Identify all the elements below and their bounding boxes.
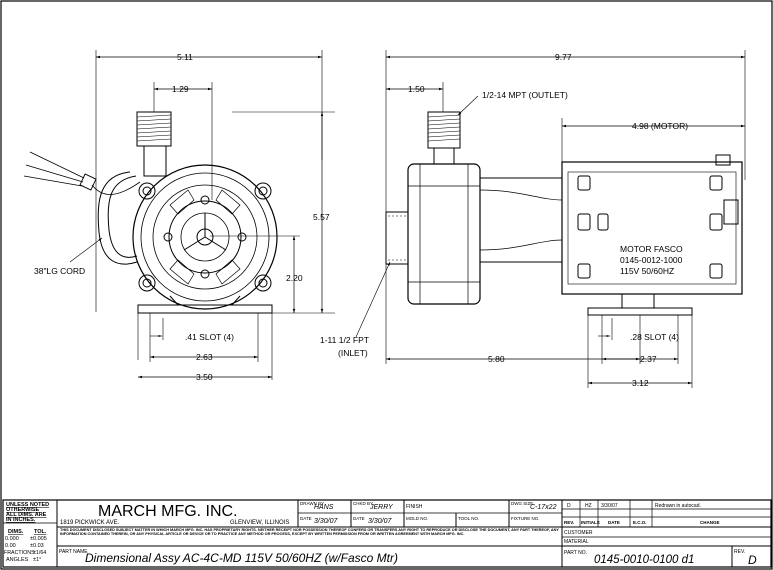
front-outlet-offset: 1.29	[172, 84, 189, 94]
unless-noted-3: ALL DIMS. ARE	[6, 512, 47, 518]
chkd-by-label: CHKD BY	[353, 501, 373, 506]
front-shaft-height: 2.20	[286, 273, 303, 283]
tol-row-4-dim: ANGLES	[6, 557, 29, 563]
rev-value: D	[748, 553, 757, 567]
side-slot-label: .28 SLOT (4)	[630, 332, 679, 342]
inlet-to-mount: 5.80	[488, 354, 505, 364]
front-mount-outer: 3.50	[196, 372, 213, 382]
unless-noted-2: OTHERWISE	[6, 507, 40, 513]
drawn-date-label: DATE	[300, 516, 312, 521]
part-no: 0145-0010-0100 d1	[594, 554, 694, 566]
mold-label: MOLD NO.	[406, 516, 428, 521]
side-mount-outer: 3.12	[632, 378, 649, 388]
company-name: MARCH MFG. INC.	[98, 503, 238, 520]
company-address: 1819 PICKWICK AVE.	[60, 520, 120, 526]
material-label: MATERIAL	[564, 539, 589, 545]
side-mount-inner: 2.37	[640, 354, 657, 364]
disclaimer-text: THIS DOCUMENT DISCLOSED SUBJECT MATTER I…	[60, 528, 559, 537]
tol-row-2-dim: 0.00	[5, 543, 16, 549]
drawn-by: HANS	[314, 504, 334, 511]
motor-length: 4.98 (MOTOR)	[632, 121, 688, 131]
inlet-thread: 1-11 1/2 FPT	[320, 335, 369, 345]
rev-row-date: 3/30/07	[601, 503, 618, 509]
rev-header-rev: REV.	[564, 520, 574, 525]
drawn-date: 3/30/07	[314, 518, 338, 525]
side-view	[355, 50, 746, 388]
rev-row-initials: HZ	[585, 503, 592, 509]
part-no-label: PART NO.	[564, 550, 587, 556]
disclaimer-box: THIS DOCUMENT DISCLOSED SUBJECT MATTER I…	[60, 528, 559, 537]
title-block-text: UNLESS NOTED OTHERWISE ALL DIMS. ARE IN …	[4, 501, 757, 567]
side-outlet-offset: 1.50	[408, 84, 425, 94]
tol-row-4-tol: ±1°	[33, 557, 41, 563]
rev-header-change: CHANGE	[700, 520, 720, 525]
unless-noted-4: IN INCHES.	[6, 517, 36, 523]
front-view	[23, 50, 335, 380]
drawn-by-label: DRAWN BY	[300, 501, 324, 506]
motor-line-3: 115V 50/60HZ	[620, 266, 674, 276]
chkd-by: JERRY	[369, 504, 394, 511]
motor-line-2: 0145-0012-1000	[620, 255, 683, 265]
rev-row-change: Redrawn in autocad.	[655, 503, 701, 509]
motor-line-1: MOTOR FASCO	[620, 244, 683, 254]
tol-header-tol: TOL.	[34, 529, 47, 535]
side-overall-length: 9.77	[555, 52, 572, 62]
cord-label: 38"LG CORD	[34, 266, 85, 276]
chkd-date: 3/30/07	[368, 518, 392, 525]
outlet-thread: 1/2-14 MPT (OUTLET)	[482, 90, 568, 100]
front-overall-height: 5.57	[313, 212, 330, 222]
dwg-size: C-17x22	[530, 504, 557, 511]
inlet-label: (INLET)	[338, 348, 368, 358]
finish-label: FINISH	[406, 504, 423, 510]
rev-row-rev: D	[567, 503, 571, 509]
fixture-label: FIXTURE NO.	[511, 516, 540, 521]
title-block	[2, 499, 772, 568]
tool-label: TOOL NO.	[458, 516, 479, 521]
part-name: Dimensional Assy AC-4C-MD 115V 50/60HZ (…	[85, 551, 398, 565]
rev-label: REV.	[734, 549, 745, 555]
front-mount-inner: 2.63	[196, 352, 213, 362]
tol-row-3-dim: FRACTIONS	[4, 550, 35, 556]
front-overall-width: 5.11	[177, 52, 193, 62]
tol-row-1-tol: ±0.005	[30, 536, 47, 542]
front-slot-label: .41 SLOT (4)	[185, 332, 234, 342]
tol-row-3-tol: ±1/64	[33, 550, 46, 556]
tol-header-dims: DIMS.	[8, 529, 24, 535]
chkd-date-label: DATE	[353, 516, 365, 521]
rev-header-eco: E.C.O.	[633, 520, 647, 525]
tol-row-2-tol: ±0.03	[30, 543, 44, 549]
rev-header-date: DATE	[608, 520, 620, 525]
unless-noted-1: UNLESS NOTED	[6, 502, 49, 508]
part-name-label: PART NAME	[59, 549, 88, 555]
dwg-size-label: DWG SIZE	[511, 501, 533, 506]
company-city: GLENVIEW, ILLINOIS	[230, 520, 289, 526]
rev-header-initials: INITIALS	[581, 520, 600, 525]
customer-label: CUSTOMER	[564, 530, 593, 536]
tol-row-1-dim: 0.000	[5, 536, 19, 542]
